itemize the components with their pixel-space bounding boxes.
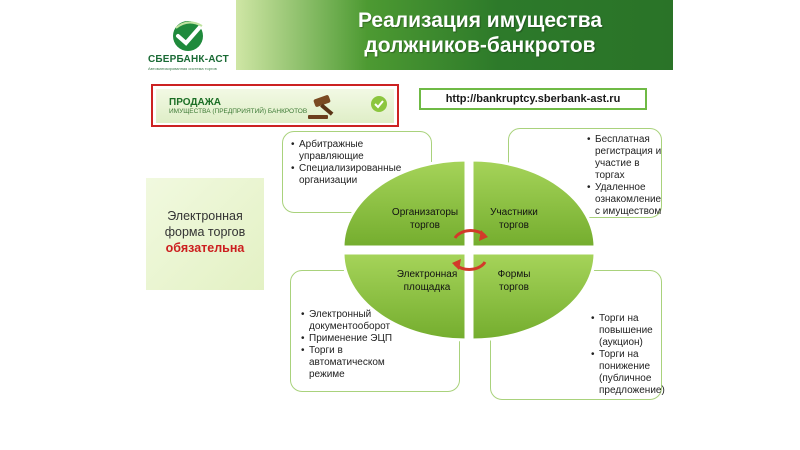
platform-list: Электронный документооборот Применение Э… <box>301 309 411 381</box>
list-item: Применение ЭЦП <box>301 333 411 345</box>
side-note-line-1: Электронная <box>167 209 243 223</box>
url-text: http://bankruptcy.sberbank-ast.ru <box>445 93 621 105</box>
list-item: Специализированные организации <box>291 163 401 187</box>
banner-subtitle: ИМУЩЕСТВА (ПРЕДПРИЯТИЙ) БАНКРОТОВ <box>169 108 308 115</box>
forms-list: Торги на повышение (аукцион) Торги на по… <box>591 313 665 397</box>
box-forms: Торги на повышение (аукцион) Торги на по… <box>490 270 665 400</box>
sale-banner[interactable]: ПРОДАЖА ИМУЩЕСТВА (ПРЕДПРИЯТИЙ) БАНКРОТО… <box>151 84 399 127</box>
logo-name: СБЕРБАНК-АСТ <box>148 54 229 65</box>
side-note: Электронная форма торгов обязательна <box>146 178 264 290</box>
box-participants: Бесплатная регистрация и участие в торга… <box>508 128 662 218</box>
label-organizers-2: торгов <box>410 220 440 231</box>
list-item: Удаленное ознакомление с имуществом <box>587 182 662 218</box>
label-participants-2: торгов <box>499 220 529 231</box>
page-title: Реализация имущества должников-банкротов <box>300 8 660 58</box>
list-item: Торги на понижение (публичное предложени… <box>591 349 665 397</box>
url-box[interactable]: http://bankruptcy.sberbank-ast.ru <box>419 88 647 110</box>
cycle-arrows-icon <box>452 229 488 271</box>
list-item: Торги на повышение (аукцион) <box>591 313 661 349</box>
sberbank-logo-icon <box>173 21 203 51</box>
page-title-line-2: должников-банкротов <box>364 34 596 57</box>
checkmark-icon <box>371 96 387 112</box>
gavel-icon <box>308 95 334 119</box>
page-title-line-1: Реализация имущества <box>357 9 603 32</box>
side-note-emphasis: обязательна <box>165 241 245 255</box>
list-item: Электронный документооборот <box>301 309 411 333</box>
participants-list: Бесплатная регистрация и участие в торга… <box>587 134 662 218</box>
list-item: Арбитражные управляющие <box>291 139 386 163</box>
organizers-list: Арбитражные управляющие Специализированн… <box>291 139 401 187</box>
box-platform: Электронный документооборот Применение Э… <box>290 270 460 392</box>
side-note-line-2: форма торгов <box>164 225 246 239</box>
box-organizers: Арбитражные управляющие Специализированн… <box>282 131 432 213</box>
banner-strip: ПРОДАЖА ИМУЩЕСТВА (ПРЕДПРИЯТИЙ) БАНКРОТО… <box>156 89 394 123</box>
banner-title: ПРОДАЖА <box>169 97 221 108</box>
list-item: Бесплатная регистрация и участие в торга… <box>587 134 662 182</box>
list-item: Торги в автоматическом режиме <box>301 345 411 381</box>
header-gradient <box>236 0 673 70</box>
logo-subtitle: Автоматизированная система торгов <box>148 66 217 71</box>
